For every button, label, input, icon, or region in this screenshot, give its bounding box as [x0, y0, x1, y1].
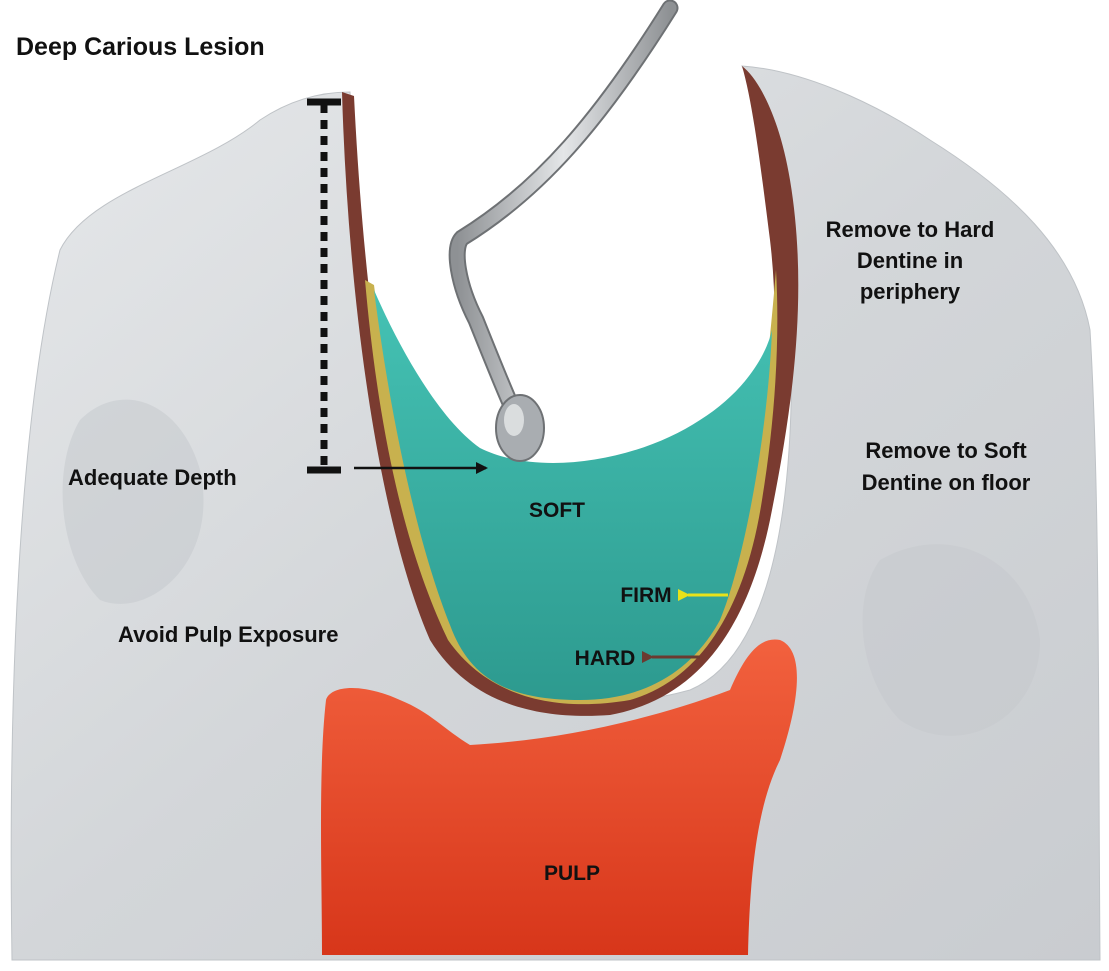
label-hard: HARD	[575, 647, 636, 670]
soft-dentine-region	[374, 290, 772, 700]
diagram-title: Deep Carious Lesion	[16, 33, 265, 61]
excavator-instrument	[448, 0, 679, 462]
label-remove-hard-line3: periphery	[860, 279, 961, 304]
label-soft: SOFT	[529, 499, 585, 522]
tooth-body	[10, 65, 1101, 961]
label-remove-soft-line1: Remove to Soft	[865, 438, 1027, 463]
label-avoid-pulp-exposure: Avoid Pulp Exposure	[118, 622, 338, 647]
label-remove-soft-line2: Dentine on floor	[862, 470, 1031, 495]
tooth-shading	[62, 399, 204, 604]
label-remove-hard-line2: Dentine in	[857, 248, 963, 273]
label-adequate-depth: Adequate Depth	[68, 465, 237, 490]
label-firm: FIRM	[620, 584, 671, 607]
pulp-chamber	[321, 639, 797, 955]
label-remove-hard-line1: Remove to Hard	[826, 217, 995, 242]
depth-gauge	[307, 98, 341, 474]
label-pulp: PULP	[544, 862, 600, 885]
tooth-shading-right	[862, 544, 1040, 736]
